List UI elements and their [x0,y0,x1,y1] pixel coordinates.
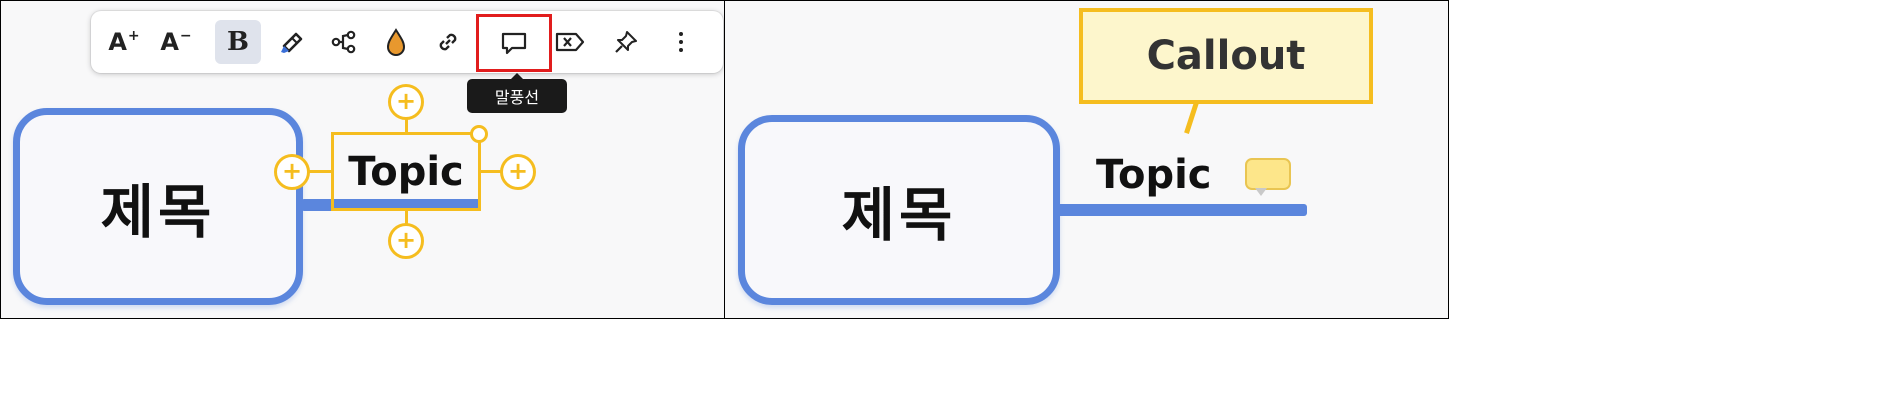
plus-icon: + [281,157,303,185]
central-topic[interactable]: 제목 [13,108,303,305]
callout-tooltip: 말풍선 [467,73,567,113]
callout-label: Callout [1146,33,1306,79]
handle-stem-bottom [405,209,408,229]
format-painter-button[interactable] [269,20,315,64]
subtopic-label: Topic [348,148,464,195]
bold-icon: B [227,27,249,57]
central-topic-result[interactable]: 제목 [738,115,1060,305]
decrease-font-size-button[interactable]: A− [153,20,199,64]
font-size-up-icon: A+ [108,28,139,56]
handle-stem-left [309,170,333,173]
subtopic-label-result: Topic [1096,152,1212,198]
plus-icon: + [507,157,529,185]
callout-box[interactable]: Callout [1079,8,1373,104]
paint-brush-icon [281,32,303,53]
delete-button[interactable] [547,20,593,64]
plus-mark: + [127,28,140,44]
font-size-down-icon: A− [160,28,191,56]
callout-indicator-icon[interactable] [1245,158,1291,196]
branch-connector-result [1056,204,1307,216]
branch-nodes-icon [331,30,356,54]
delete-tag-icon [555,32,585,52]
handle-stem-right [479,170,501,173]
color-drop-icon [386,28,406,56]
increase-font-size-button[interactable]: A+ [101,20,147,64]
add-topic-bottom-button[interactable]: + [388,223,424,259]
link-button[interactable] [425,20,471,64]
plus-icon: + [395,87,417,115]
color-button[interactable] [373,20,419,64]
central-topic-label: 제목 [841,181,957,249]
pin-button[interactable] [603,20,649,64]
add-topic-right-button[interactable]: + [500,154,536,190]
relationship-button[interactable] [321,20,367,64]
handle-stem-top [405,115,408,135]
more-options-button[interactable] [663,20,699,64]
font-size-letter: A [160,28,179,56]
font-size-letter: A [108,28,127,56]
add-topic-top-button[interactable]: + [388,84,424,120]
left-panel: A+ A− B [0,0,726,319]
minus-mark: − [179,28,192,44]
plus-icon: + [395,226,417,254]
central-topic-label: 제목 [100,177,216,246]
resize-handle[interactable] [470,125,488,143]
bold-button[interactable]: B [215,20,261,64]
speech-bubble-icon [501,32,527,55]
callout-button[interactable] [476,14,552,72]
pin-icon [615,31,637,53]
add-topic-left-button[interactable]: + [274,154,310,190]
selected-subtopic[interactable]: Topic [331,132,481,211]
link-icon [439,33,457,51]
floating-toolbar: A+ A− B [91,11,723,73]
more-vertical-icon [679,32,683,52]
